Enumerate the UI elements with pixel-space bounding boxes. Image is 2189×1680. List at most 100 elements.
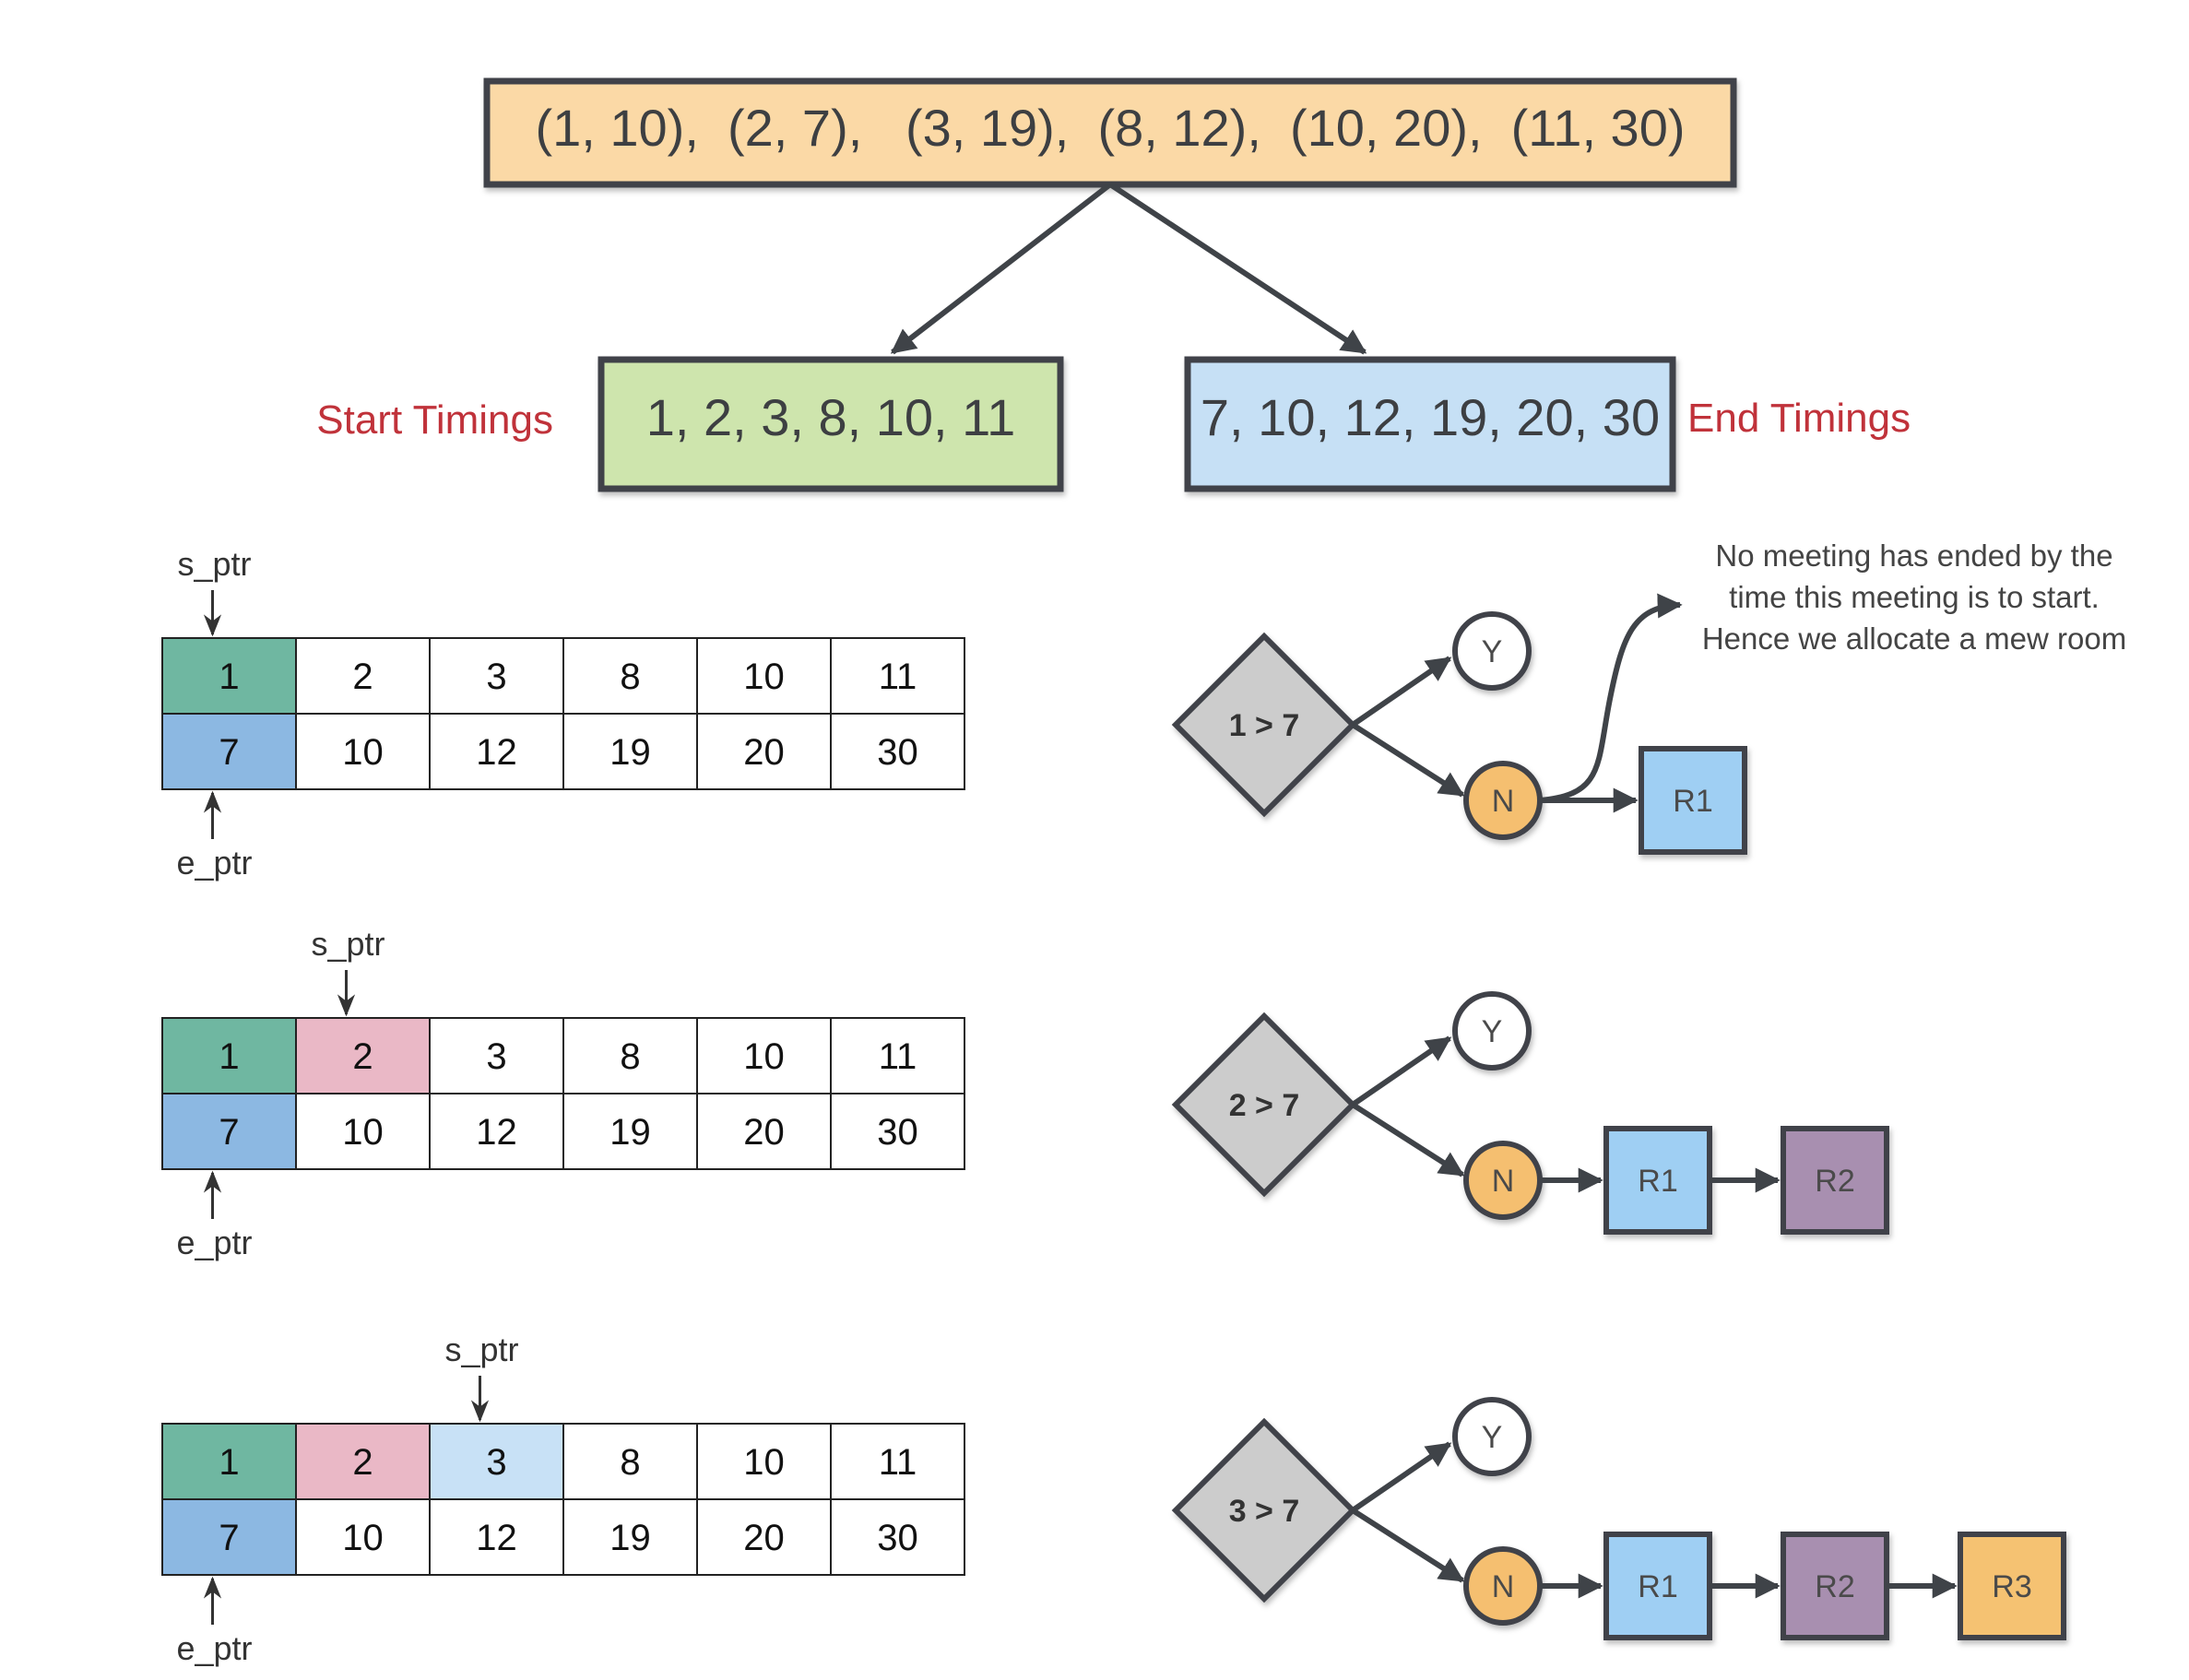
start-cell-value: 11	[879, 1442, 917, 1483]
yes-node-label: Y	[1482, 1420, 1503, 1455]
start-cell-value: 10	[743, 1036, 785, 1077]
start-cell-value: 11	[879, 1036, 917, 1077]
start-cell-value: 8	[620, 1442, 640, 1483]
end-cell	[161, 713, 297, 790]
end-cell-value: 19	[609, 1112, 651, 1153]
note-pointer-arrow	[1539, 593, 1683, 803]
decision-condition: 1 > 7	[1229, 708, 1300, 743]
yes-branch-arrow	[1351, 1035, 1452, 1107]
start-cell	[161, 1423, 297, 1500]
end-cell	[295, 1093, 431, 1170]
decision-diamond	[1171, 1012, 1357, 1198]
end-cell	[562, 1498, 698, 1576]
no-node-label: N	[1492, 1569, 1515, 1604]
start-cell-value: 10	[743, 657, 785, 697]
end-cell	[696, 713, 832, 790]
end-cell	[830, 1093, 965, 1170]
end-cell-value: 19	[609, 732, 651, 773]
start-cell	[830, 1017, 965, 1094]
start-cell-value: 2	[352, 657, 373, 697]
start-cell	[562, 1423, 698, 1500]
yes-branch-arrow	[1351, 1441, 1452, 1513]
end-cell-value: 7	[219, 732, 239, 773]
end-timings-values: 7, 10, 12, 19, 20, 30	[1201, 388, 1660, 446]
yes-node	[1452, 1397, 1532, 1476]
no-room-free-note: No meeting has ended by the time this me…	[1702, 538, 2126, 656]
room-box	[1603, 1126, 1712, 1235]
start-timings-box	[598, 356, 1064, 492]
end-cell	[562, 1093, 698, 1170]
start-cell	[696, 1423, 832, 1500]
start-cell	[161, 1017, 297, 1094]
start-cell-value: 11	[879, 657, 917, 697]
end-cell-value: 12	[476, 1112, 517, 1153]
start-cell-value: 3	[486, 1442, 506, 1483]
room-box	[1639, 746, 1747, 855]
decision-condition: 2 > 7	[1229, 1088, 1300, 1123]
end-cell	[562, 713, 698, 790]
start-cell-value: 8	[620, 1036, 640, 1077]
no-branch-arrow	[1351, 722, 1465, 798]
end-cell	[429, 1093, 564, 1170]
start-cell-value: 2	[352, 1442, 373, 1483]
e-ptr-label: e_ptr	[176, 1224, 252, 1261]
room-label: R3	[1992, 1569, 2031, 1604]
end-cell-value: 20	[743, 1518, 785, 1558]
end-cell-value: 12	[476, 1518, 517, 1558]
split-arrow-left	[890, 182, 1112, 355]
yes-node-label: Y	[1482, 1014, 1503, 1049]
note-line-2: time this meeting is to start.	[1729, 580, 2100, 614]
start-cell	[696, 637, 832, 715]
note-line-3: Hence we allocate a mew room	[1702, 621, 2126, 656]
start-cell-value: 10	[743, 1442, 785, 1483]
end-cell-value: 20	[743, 732, 785, 773]
room-label: R1	[1673, 784, 1712, 819]
end-cell-value: 7	[219, 1518, 239, 1558]
end-cell-value: 19	[609, 1518, 651, 1558]
start-cell	[429, 637, 564, 715]
end-cell	[429, 713, 564, 790]
start-timings-label: Start Timings	[316, 397, 553, 443]
end-cell-value: 10	[342, 1112, 384, 1153]
end-cell	[429, 1498, 564, 1576]
end-cell-value: 30	[877, 1112, 918, 1153]
s-ptr-label: s_ptr	[311, 925, 385, 963]
end-cell-value: 30	[877, 1518, 918, 1558]
no-node-label: N	[1492, 1164, 1515, 1199]
end-cell	[830, 713, 965, 790]
end-cell-value: 30	[877, 732, 918, 773]
yes-node	[1452, 611, 1532, 691]
end-cell	[161, 1498, 297, 1576]
decision-condition: 3 > 7	[1229, 1494, 1300, 1529]
end-cell-value: 12	[476, 732, 517, 773]
intervals-text: (1, 10), (2, 7), (3, 19), (8, 12), (10, …	[535, 99, 1685, 157]
e-ptr-label: e_ptr	[176, 844, 252, 881]
end-cell	[830, 1498, 965, 1576]
start-cell-value: 8	[620, 657, 640, 697]
start-timings-values: 1, 2, 3, 8, 10, 11	[646, 388, 1016, 446]
yes-node	[1452, 991, 1532, 1071]
no-branch-arrow	[1351, 1102, 1465, 1177]
decision-diamond	[1171, 632, 1357, 818]
room-label: R1	[1638, 1164, 1677, 1199]
no-node-label: N	[1492, 784, 1515, 819]
split-arrow-right	[1108, 182, 1367, 355]
end-cell	[295, 1498, 431, 1576]
end-cell-value: 7	[219, 1112, 239, 1153]
start-cell-value: 3	[486, 657, 506, 697]
end-cell-value: 10	[342, 732, 384, 773]
start-cell	[830, 1423, 965, 1500]
end-cell	[696, 1093, 832, 1170]
room-label: R1	[1638, 1569, 1677, 1604]
start-cell-value: 3	[486, 1036, 506, 1077]
end-cell-value: 10	[342, 1518, 384, 1558]
room-box	[1781, 1126, 1889, 1235]
room-label: R2	[1815, 1569, 1854, 1604]
s-ptr-label: s_ptr	[177, 545, 251, 583]
end-cell-value: 20	[743, 1112, 785, 1153]
